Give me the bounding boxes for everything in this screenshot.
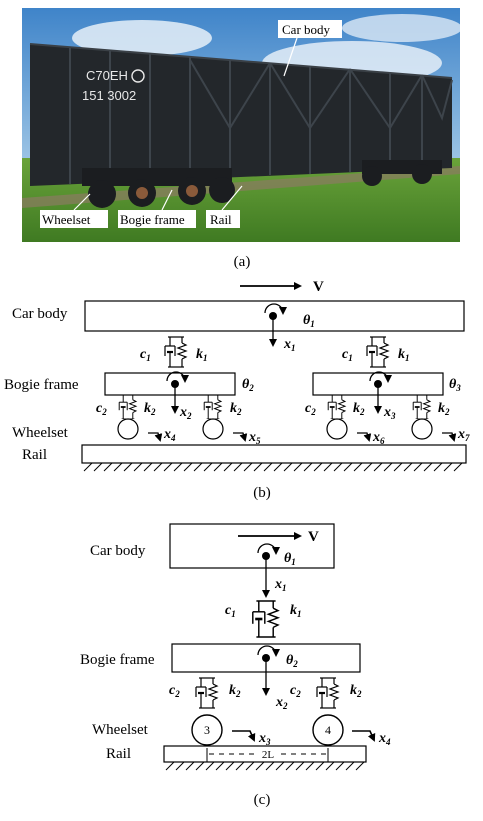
svg-text:x3: x3 bbox=[383, 405, 396, 421]
svg-text:k2: k2 bbox=[144, 401, 156, 417]
svg-text:c2: c2 bbox=[305, 401, 316, 417]
wheel-b-3 bbox=[326, 418, 348, 440]
velocity-label-b: V bbox=[313, 279, 324, 295]
wheel-c-4 bbox=[312, 714, 344, 746]
svg-text:θ2: θ2 bbox=[242, 377, 254, 393]
diagram-b: V Car body θ1 x1 c1 k1 c1 k1 Bogie frame… bbox=[4, 279, 470, 472]
bogie-frame-front-b bbox=[104, 372, 236, 396]
callout-rail: Rail bbox=[210, 212, 232, 227]
velocity-label-c: V bbox=[308, 529, 319, 545]
ground-hatch-c bbox=[165, 761, 365, 771]
label-bogie-frame-c: Bogie frame bbox=[80, 652, 155, 668]
svg-text:c2: c2 bbox=[290, 683, 301, 699]
svg-text:x5: x5 bbox=[248, 430, 261, 446]
svg-text:x2: x2 bbox=[179, 405, 192, 421]
wheelbase-label: 2L bbox=[262, 749, 275, 761]
car-body-box-b bbox=[84, 300, 465, 332]
wheel-b-2 bbox=[202, 418, 224, 440]
svg-text:x2: x2 bbox=[275, 695, 288, 711]
rail-b bbox=[81, 444, 467, 464]
wheel-c-3 bbox=[191, 714, 223, 746]
svg-text:k2: k2 bbox=[353, 401, 365, 417]
svg-text:k1: k1 bbox=[290, 603, 302, 619]
label-wheelset-c: Wheelset bbox=[92, 722, 149, 738]
freight-car-photo: C70EH 151 3002 Car body Wheelset Bogie f… bbox=[22, 8, 460, 242]
wheel-number-4: 4 bbox=[325, 723, 331, 737]
svg-text:x1: x1 bbox=[283, 337, 296, 353]
label-rail-c: Rail bbox=[106, 746, 131, 762]
svg-text:k2: k2 bbox=[229, 683, 241, 699]
svg-text:k2: k2 bbox=[230, 401, 242, 417]
svg-text:x3: x3 bbox=[258, 731, 271, 747]
svg-text:k1: k1 bbox=[196, 347, 208, 363]
svg-text:θ2: θ2 bbox=[286, 653, 298, 669]
svg-text:θ3: θ3 bbox=[449, 377, 461, 393]
diagram-c: Car body V θ1 x1 c1 k1 Bogie frame θ2 x2… bbox=[80, 523, 391, 771]
svg-text:c1: c1 bbox=[342, 347, 353, 363]
svg-text:k1: k1 bbox=[398, 347, 410, 363]
callout-bogie-frame: Bogie frame bbox=[120, 212, 185, 227]
svg-text:c2: c2 bbox=[96, 401, 107, 417]
svg-text:k2: k2 bbox=[438, 401, 450, 417]
svg-text:x1: x1 bbox=[274, 577, 287, 593]
rail-c bbox=[163, 745, 367, 763]
label-rail-b: Rail bbox=[22, 447, 47, 463]
callout-wheelset: Wheelset bbox=[42, 212, 91, 227]
ground-hatch-b bbox=[83, 462, 463, 472]
wheel-b-4 bbox=[411, 418, 433, 440]
bogie-photo bbox=[82, 160, 442, 208]
svg-text:c1: c1 bbox=[225, 603, 236, 619]
wheel-number-3: 3 bbox=[204, 723, 210, 737]
label-car-body-c: Car body bbox=[90, 543, 146, 559]
svg-text:θ1: θ1 bbox=[284, 551, 296, 567]
svg-text:x7: x7 bbox=[457, 427, 470, 443]
wheel-b-1 bbox=[117, 418, 139, 440]
label-wheelset-b: Wheelset bbox=[12, 425, 69, 441]
car-body-box-c bbox=[169, 523, 335, 569]
callout-car-body: Car body bbox=[282, 22, 331, 37]
car-number-line1: C70EH bbox=[86, 68, 128, 83]
label-car-body-b: Car body bbox=[12, 306, 68, 322]
svg-text:k2: k2 bbox=[350, 683, 362, 699]
caption-b: (b) bbox=[253, 485, 271, 501]
svg-text:x4: x4 bbox=[163, 427, 176, 443]
svg-text:c2: c2 bbox=[169, 683, 180, 699]
svg-text:c1: c1 bbox=[140, 347, 151, 363]
car-number-line2: 151 3002 bbox=[82, 88, 136, 103]
label-bogie-frame-b: Bogie frame bbox=[4, 377, 79, 393]
svg-text:x4: x4 bbox=[378, 731, 391, 747]
svg-text:x6: x6 bbox=[372, 430, 385, 446]
caption-c: (c) bbox=[254, 792, 271, 808]
svg-text:θ1: θ1 bbox=[303, 313, 315, 329]
freight-car: C70EH 151 3002 bbox=[29, 43, 453, 186]
caption-a: (a) bbox=[234, 254, 251, 270]
